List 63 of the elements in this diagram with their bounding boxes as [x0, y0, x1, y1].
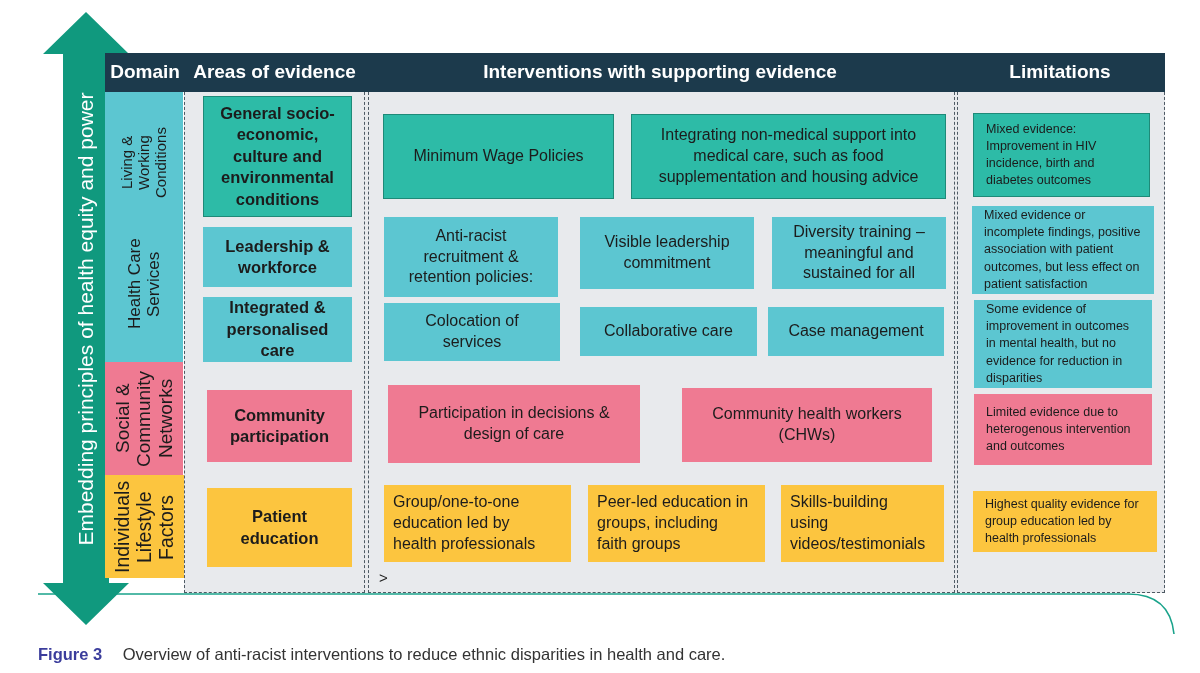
- intervention-label: Peer-led education in groups, including faith groups: [597, 492, 750, 554]
- limitation-label: Mixed evidence or incomplete findings, positive association with patient outcomes, but less effect on patient satisfaction: [984, 206, 1142, 293]
- domain-label: Living & Working Conditions: [118, 126, 170, 201]
- intervention-label: Participation in decisions & design of care: [417, 403, 611, 444]
- domain-label: Health Care Services: [124, 237, 164, 331]
- greater-than-sign: >: [379, 570, 388, 585]
- limitation-label: Some evidence of improvement in outcomes in mental health, but no evidence for reduction in disparities: [986, 300, 1131, 387]
- domain-label: Individuals Lifestyle Factors: [112, 479, 178, 575]
- intervention-box: [682, 388, 932, 462]
- intervention-label: Anti-racist recruitment & retention policies:: [407, 225, 535, 288]
- intervention-label: Integrating non-medical support into medical care, such as food supplementation and housing advice: [657, 125, 920, 187]
- intervention-box: [631, 114, 946, 199]
- column-panel: [365, 53, 955, 593]
- column-panel: [105, 53, 185, 578]
- intervention-box: [384, 303, 560, 361]
- intervention-box: [768, 307, 944, 356]
- evidence-area-label: Patient education: [239, 506, 320, 549]
- limitation-box: [974, 300, 1152, 388]
- arrow-label: Embedding principles of health equity and power: [74, 92, 98, 546]
- intervention-box: [588, 485, 765, 562]
- intervention-label: Colocation of services: [424, 311, 520, 352]
- domain-band: [105, 475, 185, 578]
- intervention-label: Community health workers (CHWs): [711, 404, 903, 445]
- limitation-box: [974, 394, 1152, 465]
- evidence-area-box: [207, 390, 352, 462]
- column-heading: Domain: [110, 62, 180, 83]
- intervention-label: Visible leadership commitment: [603, 232, 731, 273]
- intervention-box: [384, 217, 558, 297]
- evidence-area-box: [203, 227, 352, 287]
- intervention-box: [772, 217, 946, 289]
- evidence-area-label: Integrated & personalised care: [225, 297, 330, 362]
- intervention-box: [580, 307, 757, 356]
- limitation-label: Limited evidence due to heterogenous intervention and outcomes: [986, 403, 1132, 456]
- column-heading: Limitations: [1009, 62, 1111, 83]
- figure-caption: Figure 3 Overview of anti-racist interventions to reduce ethnic disparities in health and care.: [38, 645, 726, 665]
- domain-label: Social & Community Networks: [112, 369, 176, 469]
- evidence-area-box: [207, 488, 352, 567]
- limitation-box: [973, 491, 1157, 552]
- evidence-area-label: General socio-economic, culture and environmental conditions: [219, 102, 336, 210]
- intervention-box: [388, 385, 640, 463]
- limitation-label: Mixed evidence: Improvement in HIV incidence, birth and diabetes outcomes: [986, 120, 1098, 190]
- intervention-label: Collaborative care: [604, 321, 733, 342]
- evidence-area-label: Leadership & workforce: [224, 235, 331, 278]
- column-panel: [955, 53, 1165, 593]
- intervention-box: [384, 485, 571, 562]
- intervention-box: [383, 114, 614, 199]
- intervention-label: Minimum Wage Policies: [413, 146, 584, 167]
- evidence-area-box: [203, 96, 352, 217]
- intervention-box: [781, 485, 944, 562]
- domain-band: [105, 362, 183, 475]
- limitation-label: Highest quality evidence for group education led by health professionals: [985, 495, 1140, 548]
- column-heading: Interventions with supporting evidence: [483, 62, 837, 83]
- evidence-area-label: Community participation: [229, 404, 330, 447]
- column-panel: [184, 53, 365, 593]
- limitation-box: [973, 113, 1150, 197]
- intervention-box: [580, 217, 754, 289]
- column-heading: Areas of evidence: [193, 62, 356, 83]
- domain-band: [105, 92, 183, 362]
- intervention-label: Group/one-to-one education led by health professionals: [393, 492, 537, 554]
- intervention-label: Skills-building using videos/testimonials: [790, 492, 927, 554]
- intervention-label: Diversity training – meaningful and sustained for all: [792, 221, 926, 284]
- evidence-area-box: [203, 297, 352, 362]
- intervention-label: Case management: [788, 321, 924, 342]
